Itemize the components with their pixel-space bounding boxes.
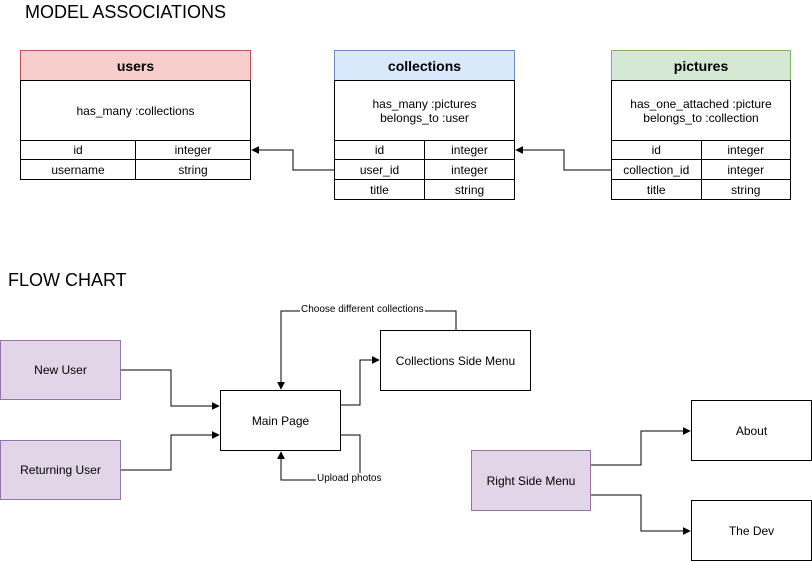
right-side-menu-node: Right Side Menu	[471, 450, 591, 511]
flow-chart-heading: FLOW CHART	[8, 270, 127, 290]
users-field-row: username string	[20, 159, 251, 180]
main-to-collections-edge	[341, 356, 380, 406]
field-name: id	[611, 140, 702, 160]
pictures-fields: id integer collection_id integer title s…	[611, 140, 791, 200]
field-name: title	[611, 179, 702, 200]
field-type: string	[424, 179, 515, 200]
the-dev-node: The Dev	[691, 500, 812, 561]
field-type: integer	[135, 140, 251, 160]
new-user-to-main-edge	[121, 369, 220, 410]
pictures-field-row: collection_id integer	[611, 159, 791, 180]
pictures-table-header: pictures	[611, 50, 791, 81]
about-node: About	[691, 400, 812, 461]
field-type: integer	[700, 159, 791, 180]
users-table-header: users	[20, 50, 251, 81]
collections-table-header: collections	[334, 50, 515, 81]
fk-collections-users-edge	[251, 146, 334, 171]
upload-photos-label: Upload photos	[316, 473, 383, 484]
returning-user-node: Returning User	[0, 440, 121, 500]
pictures-association-line: belongs_to :collection	[643, 110, 759, 125]
collections-field-row: user_id integer	[334, 159, 515, 180]
collections-association-line: belongs_to :user	[380, 110, 469, 125]
field-name: id	[20, 140, 136, 160]
field-name: title	[334, 179, 425, 200]
collections-association-line: has_many :pictures	[372, 96, 477, 111]
field-name: user_id	[334, 159, 425, 180]
main-page-node: Main Page	[220, 390, 341, 451]
collections-side-menu-node: Collections Side Menu	[380, 330, 531, 391]
field-name: collection_id	[611, 159, 702, 180]
pictures-association-line: has_one_attached :picture	[630, 96, 772, 111]
field-name: username	[20, 159, 136, 180]
field-type: string	[700, 179, 791, 200]
field-type: integer	[700, 140, 791, 160]
collections-field-row: id integer	[334, 140, 515, 160]
users-field-row: id integer	[20, 140, 251, 160]
users-associations: has_many :collections	[20, 80, 251, 141]
pictures-field-row: title string	[611, 179, 791, 200]
new-user-node: New User	[0, 340, 121, 400]
field-type: integer	[424, 159, 515, 180]
users-association-line: has_many :collections	[76, 103, 195, 118]
collections-fields: id integer user_id integer title string	[334, 140, 515, 200]
model-associations-heading: MODEL ASSOCIATIONS	[25, 2, 227, 22]
pictures-field-row: id integer	[611, 140, 791, 160]
returning-user-to-main-edge	[121, 431, 220, 471]
field-name: id	[334, 140, 425, 160]
pictures-associations: has_one_attached :picture belongs_to :co…	[611, 80, 791, 141]
right-menu-to-dev-edge	[591, 494, 691, 535]
collections-associations: has_many :pictures belongs_to :user	[334, 80, 515, 141]
choose-collections-label: Choose different collections	[300, 304, 425, 315]
collections-field-row: title string	[334, 179, 515, 200]
fk-pictures-collections-edge	[515, 146, 611, 171]
users-fields: id integer username string	[20, 140, 251, 180]
right-menu-to-about-edge	[591, 427, 691, 466]
field-type: string	[135, 159, 251, 180]
field-type: integer	[424, 140, 515, 160]
